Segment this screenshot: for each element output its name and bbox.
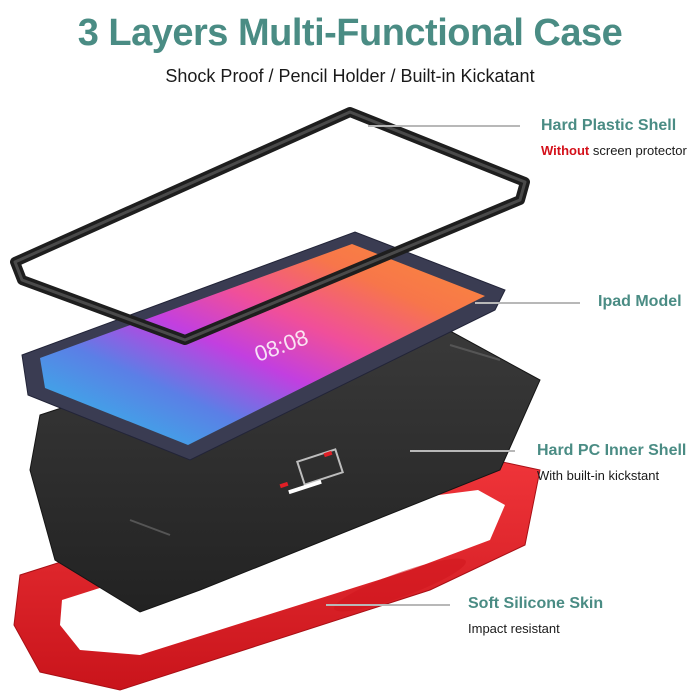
leader-line-plastic-shell bbox=[368, 125, 520, 127]
label-soft-silicone-skin: Soft Silicone Skin Impact resistant bbox=[468, 595, 603, 636]
layer-name: Hard Plastic Shell bbox=[541, 117, 677, 134]
silicone-skin-layer bbox=[13, 454, 541, 691]
leader-line-pc-shell bbox=[410, 450, 515, 452]
tablet-layer: 08:08 bbox=[21, 231, 506, 461]
plastic-shell-layer bbox=[10, 107, 530, 345]
layer-description: Impact resistant bbox=[468, 621, 560, 636]
layer-description: With built-in kickstant bbox=[537, 468, 660, 483]
label-hard-pc-inner-shell: Hard PC Inner Shell With built-in kickst… bbox=[537, 442, 686, 483]
label-ipad-model: Ipad Model bbox=[598, 293, 682, 311]
page-title: 3 Layers Multi-Functional Case bbox=[77, 12, 623, 54]
label-hard-plastic-shell: Hard Plastic Shell Without screen protec… bbox=[541, 117, 687, 158]
layer-name: Hard PC Inner Shell bbox=[537, 442, 687, 459]
layer-name: Soft Silicone Skin bbox=[468, 595, 604, 612]
highlight-word: Without bbox=[541, 143, 590, 158]
layer-name: Ipad Model bbox=[598, 293, 682, 310]
leader-line-tablet bbox=[475, 302, 580, 304]
page-subtitle: Shock Proof / Pencil Holder / Built-in K… bbox=[165, 66, 535, 86]
leader-line-silicone bbox=[326, 604, 450, 606]
layer-description: Without screen protector bbox=[541, 143, 687, 158]
